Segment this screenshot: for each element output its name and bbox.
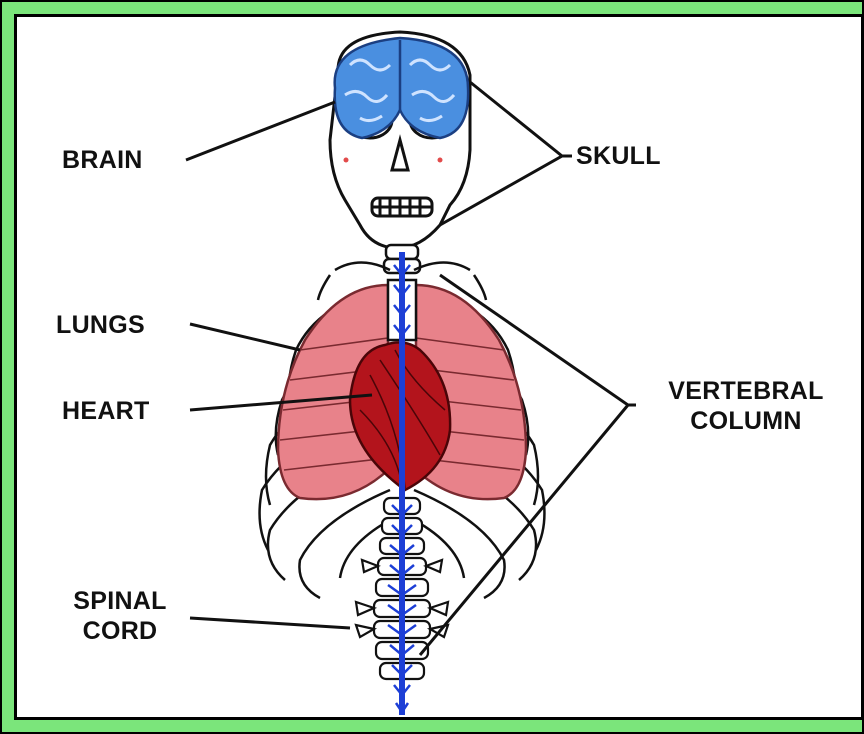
- label-spinal-cord: SPINAL CORD: [50, 586, 190, 646]
- label-lungs: LUNGS: [56, 310, 145, 340]
- brain-leader: [186, 102, 335, 160]
- label-vertebral-column: VERTEBRAL COLUMN: [636, 376, 856, 436]
- label-vertebral-line-2: COLUMN: [636, 406, 856, 436]
- label-skull: SKULL: [576, 141, 661, 171]
- label-spinal-line-1: SPINAL: [50, 586, 190, 616]
- lungs-leader: [190, 324, 300, 350]
- spinal-cord-leader: [190, 618, 350, 628]
- label-spinal-line-2: CORD: [50, 616, 190, 646]
- label-vertebral-line-1: VERTEBRAL: [636, 376, 856, 406]
- label-heart: HEART: [62, 396, 150, 426]
- label-brain: BRAIN: [62, 145, 143, 175]
